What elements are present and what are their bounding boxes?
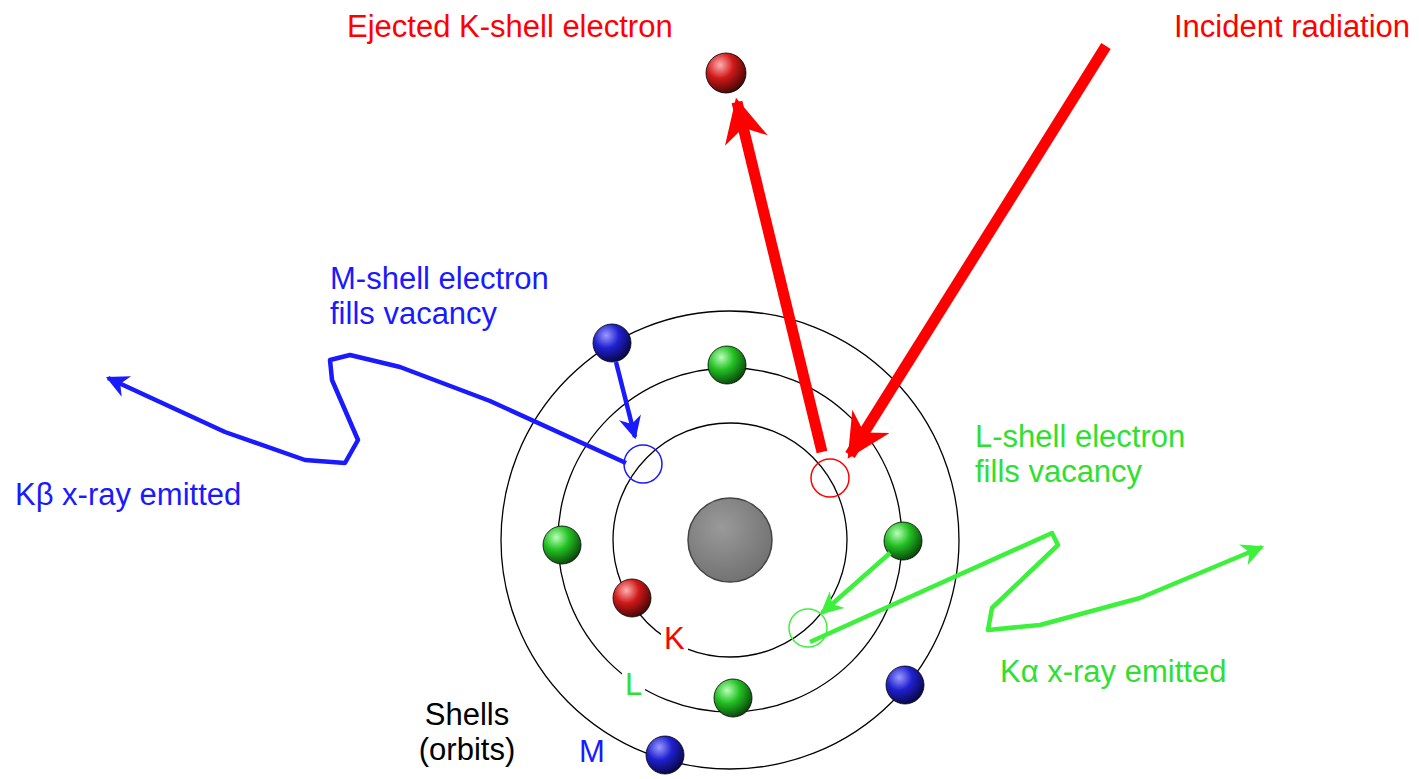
shell-letter: M — [576, 735, 608, 770]
ejected-electron-label: Ejected K-shell electron — [347, 10, 673, 45]
electrons — [543, 53, 924, 774]
shell-letter: L — [622, 668, 645, 703]
shell-orbits — [501, 311, 959, 769]
k-beta-label: Kβ x-ray emitted — [15, 478, 241, 513]
vacancies — [624, 445, 849, 647]
k-beta-path — [108, 355, 635, 463]
l-shell-fill-label: L-shell electron fills vacancy — [975, 420, 1207, 489]
shell-letter: K — [661, 622, 688, 657]
m-shell-fill-label: M-shell electron fills vacancy — [330, 262, 567, 331]
shells-label: Shells (orbits) — [410, 698, 524, 767]
k-alpha-label: Kα x-ray emitted — [1000, 655, 1226, 690]
nucleus — [688, 498, 772, 582]
red-arrows — [737, 46, 1106, 455]
incident-radiation-label: Incident radiation — [1174, 10, 1410, 45]
k-alpha-path — [810, 533, 1262, 642]
